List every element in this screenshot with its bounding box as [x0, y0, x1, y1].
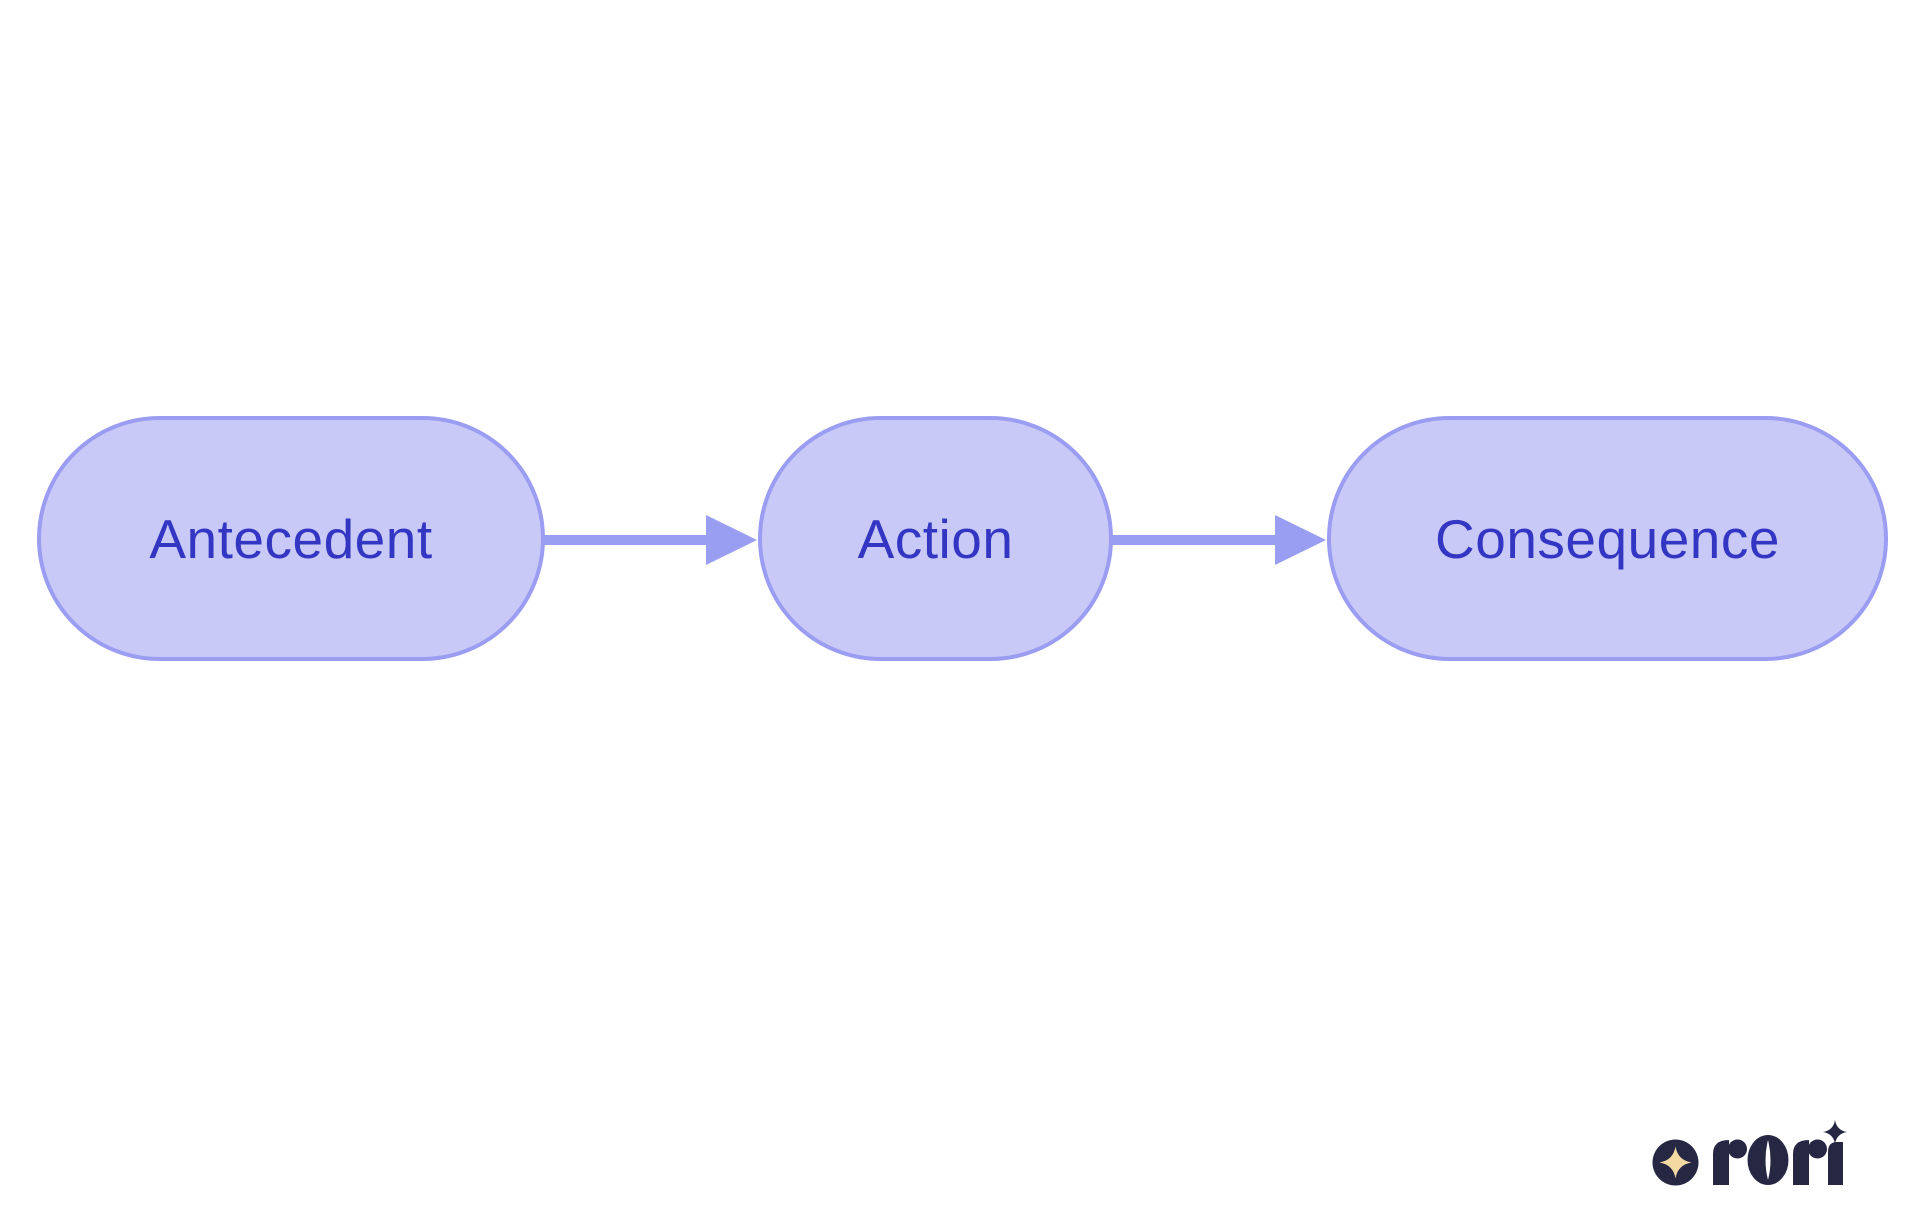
- rori-logo: [1652, 1120, 1847, 1186]
- star-icon: [1659, 1146, 1692, 1179]
- arrowhead-icon: [1275, 515, 1326, 565]
- node-action-label: Action: [857, 507, 1014, 570]
- sparkle-icon: [1823, 1120, 1847, 1144]
- node-action: Action: [758, 416, 1113, 661]
- arrow-antecedent-to-action: [543, 515, 757, 565]
- arrowhead-icon: [706, 515, 757, 565]
- node-consequence-label: Consequence: [1435, 507, 1780, 570]
- node-antecedent-label: Antecedent: [149, 507, 433, 570]
- node-consequence: Consequence: [1327, 416, 1888, 661]
- rori-wordmark: [1713, 1120, 1847, 1185]
- node-antecedent: Antecedent: [37, 416, 545, 661]
- arrow-action-to-consequence: [1112, 515, 1326, 565]
- rori-badge: [1652, 1139, 1699, 1186]
